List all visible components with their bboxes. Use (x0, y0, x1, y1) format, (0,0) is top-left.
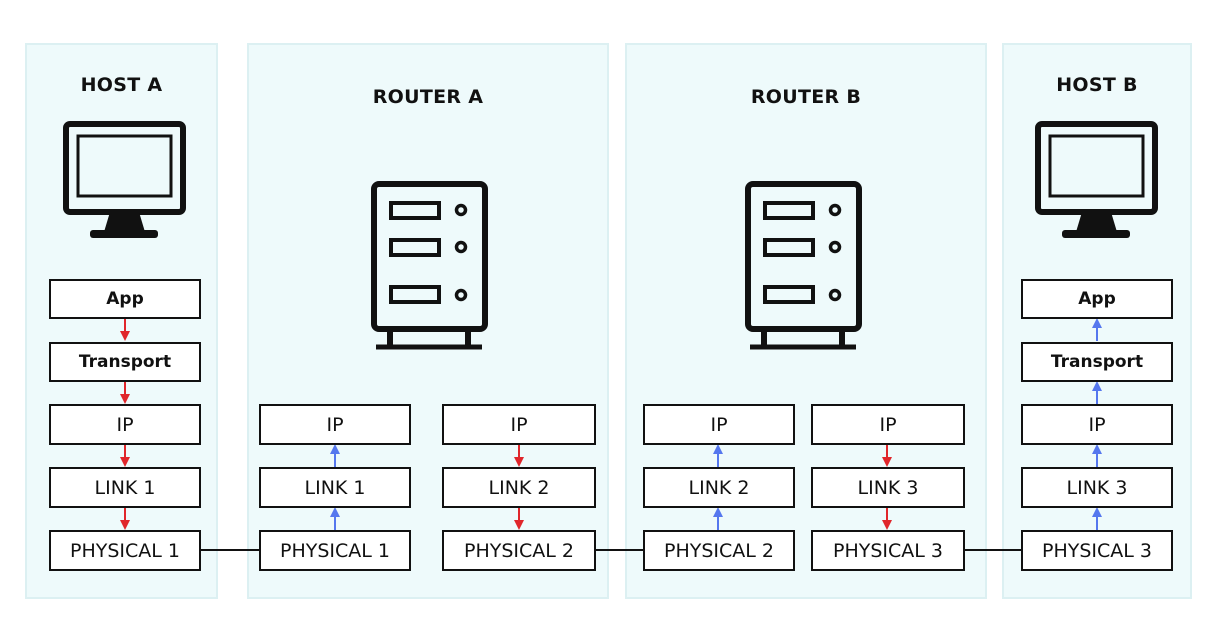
router-b-right-physical-layer: PHYSICAL 3 (811, 530, 965, 571)
host-a-ip-layer: IP (49, 404, 201, 445)
host-a-link-layer: LINK 1 (49, 467, 201, 508)
router-a-right-link-layer: LINK 2 (442, 467, 596, 508)
host-b-ip-layer: IP (1021, 404, 1173, 445)
host-a-monitor-icon (63, 121, 186, 238)
host-b-title: HOST B (1056, 74, 1138, 96)
router-a-left-physical-layer: PHYSICAL 1 (259, 530, 411, 571)
host-a-app-layer: App (49, 279, 201, 319)
host-b-link-layer: LINK 3 (1021, 467, 1173, 508)
router-b-left-link-layer: LINK 2 (643, 467, 795, 508)
router-a-server-icon (371, 181, 488, 350)
router-b-title: ROUTER B (750, 86, 862, 108)
router-b-left-ip-layer: IP (643, 404, 795, 445)
host-b-app-layer: App (1021, 279, 1173, 319)
host-b-monitor-icon (1035, 121, 1158, 238)
router-a-left-ip-layer: IP (259, 404, 411, 445)
router-a-right-physical-layer: PHYSICAL 2 (442, 530, 596, 571)
host-b-transport-layer: Transport (1021, 342, 1173, 382)
router-b-server-icon (745, 181, 862, 350)
host-a-title: HOST A (80, 74, 163, 96)
host-b-physical-layer: PHYSICAL 3 (1021, 530, 1173, 571)
host-a-transport-layer: Transport (49, 342, 201, 382)
router-b-left-physical-layer: PHYSICAL 2 (643, 530, 795, 571)
router-a-title: ROUTER A (372, 86, 484, 108)
router-b-right-link-layer: LINK 3 (811, 467, 965, 508)
host-a-physical-layer: PHYSICAL 1 (49, 530, 201, 571)
router-b-right-ip-layer: IP (811, 404, 965, 445)
router-a-right-ip-layer: IP (442, 404, 596, 445)
router-a-left-link-layer: LINK 1 (259, 467, 411, 508)
